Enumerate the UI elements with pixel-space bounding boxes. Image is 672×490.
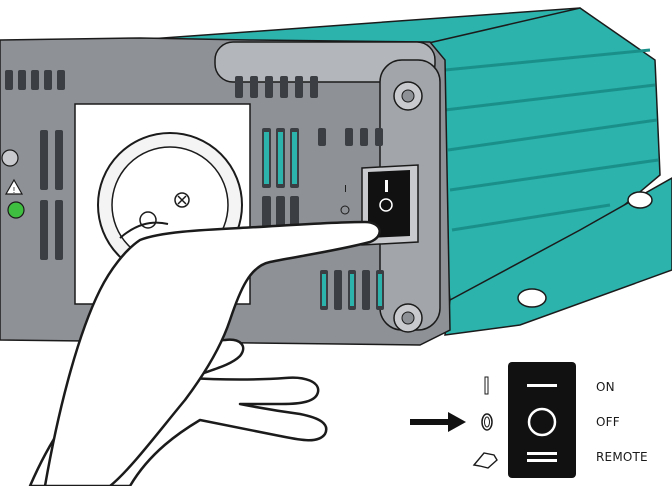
status-led [8, 202, 24, 218]
legend-label-on: ON [596, 380, 615, 394]
legend-label-off: OFF [596, 415, 620, 429]
gear-icon [2, 150, 18, 166]
legend-label-remote: REMOTE [596, 450, 648, 464]
svg-text:I: I [344, 184, 347, 195]
off-symbol-icon [482, 414, 492, 430]
legend-symbols [474, 377, 497, 468]
remote-plug-icon [474, 453, 497, 468]
legend-rocker-switch [508, 362, 576, 478]
on-symbol-icon [485, 377, 488, 394]
svg-text:!: ! [12, 186, 15, 195]
right-arrow-icon [410, 412, 466, 432]
